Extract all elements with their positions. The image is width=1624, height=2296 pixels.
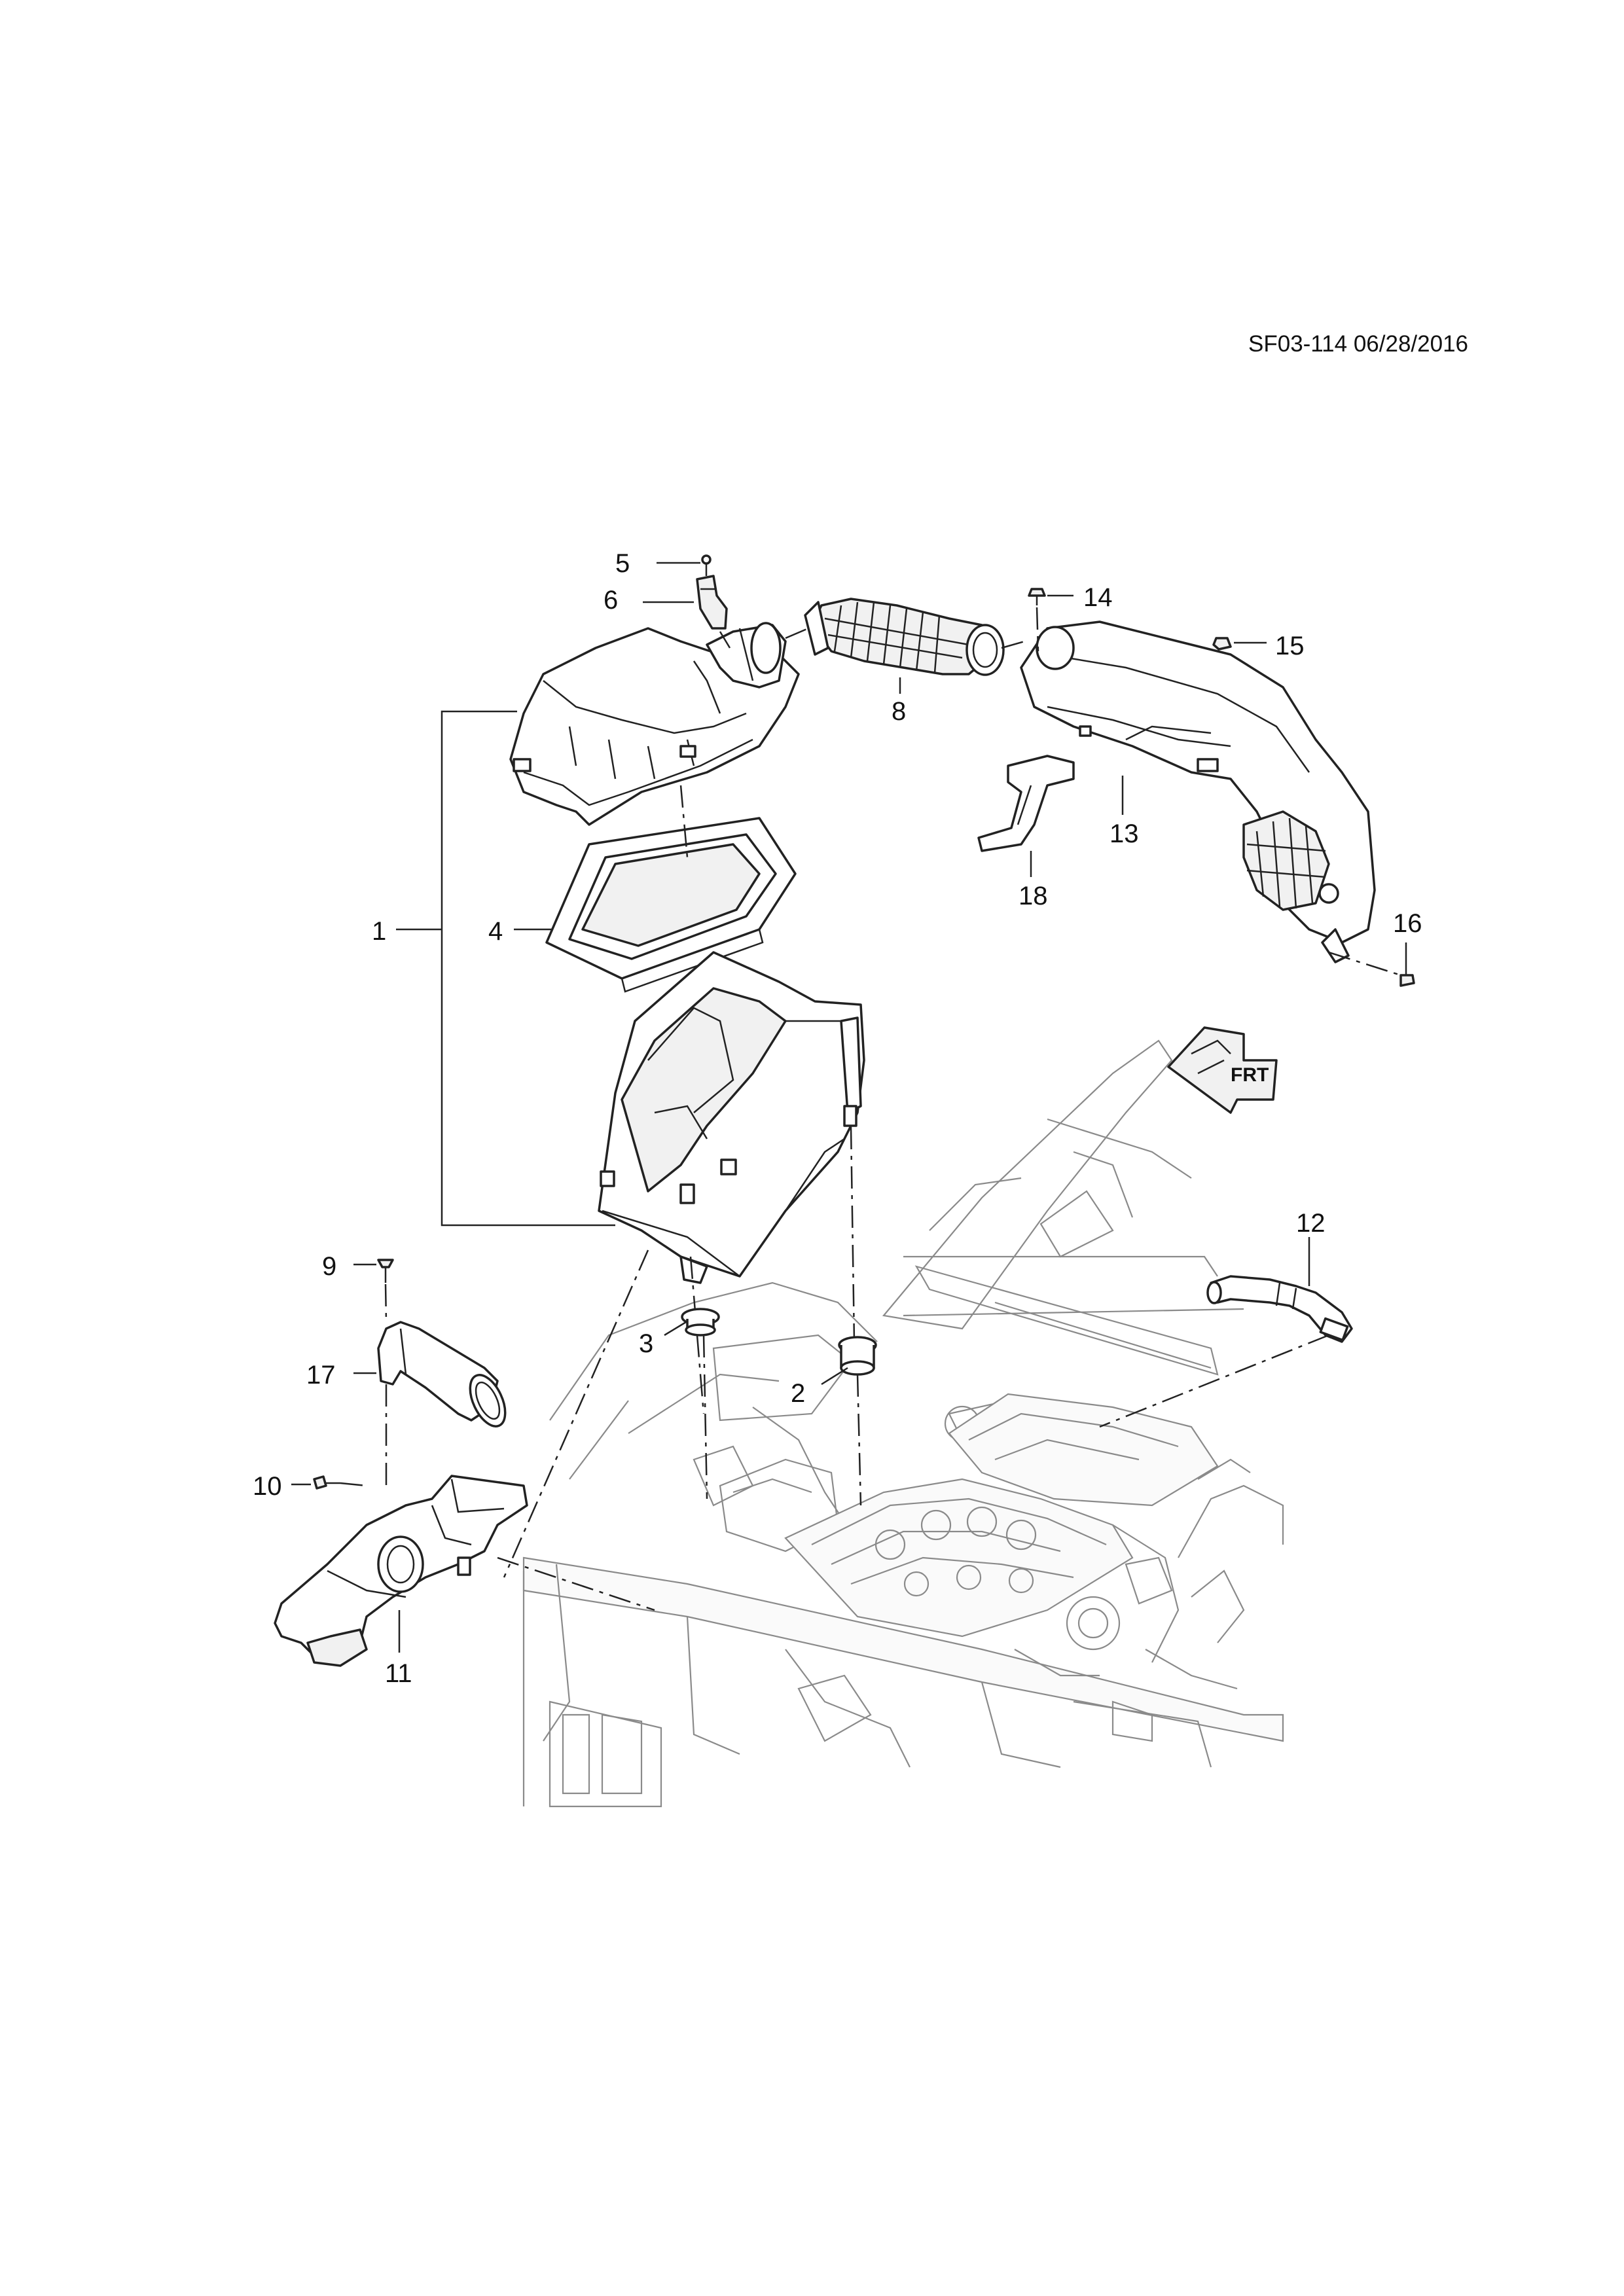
engine-bay-background [522, 1039, 1284, 1808]
air-filter-element [545, 817, 797, 993]
vent-hose [1206, 1275, 1353, 1343]
callout-4: 4 [488, 917, 503, 946]
callout-13: 13 [1110, 819, 1139, 848]
air-inlet-duct [274, 1475, 528, 1667]
callout-14: 14 [1083, 583, 1113, 612]
sheet-reference: SF03-114 06/28/2016 [1248, 331, 1469, 357]
mounting-grommet-2 [838, 1336, 877, 1376]
sensor-screw [701, 554, 712, 565]
air-intake-duct [1020, 620, 1376, 963]
callout-1: 1 [372, 917, 386, 946]
mass-airflow-sensor [696, 575, 728, 630]
mounting-grommet-3 [681, 1308, 720, 1336]
front-direction-label: FRT [1231, 1064, 1269, 1086]
callout-6: 6 [604, 586, 618, 615]
callout-9: 9 [322, 1252, 336, 1281]
callout-10: 10 [253, 1472, 282, 1501]
air-cleaner-upper-housing [509, 622, 800, 826]
callout-16: 16 [1393, 909, 1422, 938]
callout-18: 18 [1019, 882, 1048, 910]
inlet-screw [313, 1475, 340, 1490]
duct-bracket [977, 755, 1075, 852]
air-intake-hose [804, 598, 1005, 676]
duct-lower-bolt [1399, 960, 1415, 987]
callout-3: 3 [639, 1329, 653, 1358]
callout-15: 15 [1275, 632, 1305, 660]
callout-12: 12 [1296, 1209, 1326, 1238]
callout-5: 5 [615, 549, 630, 578]
snorkel-clip [377, 1259, 394, 1283]
duct-bolt [1028, 588, 1046, 605]
duct-nut [1212, 637, 1232, 651]
callout-2: 2 [791, 1379, 805, 1408]
callout-17: 17 [306, 1361, 336, 1390]
front-direction-arrow-icon: FRT [1167, 1026, 1278, 1114]
callout-1-bracket [441, 710, 615, 1227]
callout-8: 8 [892, 697, 906, 726]
callout-11: 11 [385, 1659, 412, 1688]
snorkel-duct [377, 1321, 507, 1427]
air-cleaner-lower-housing [598, 951, 865, 1284]
